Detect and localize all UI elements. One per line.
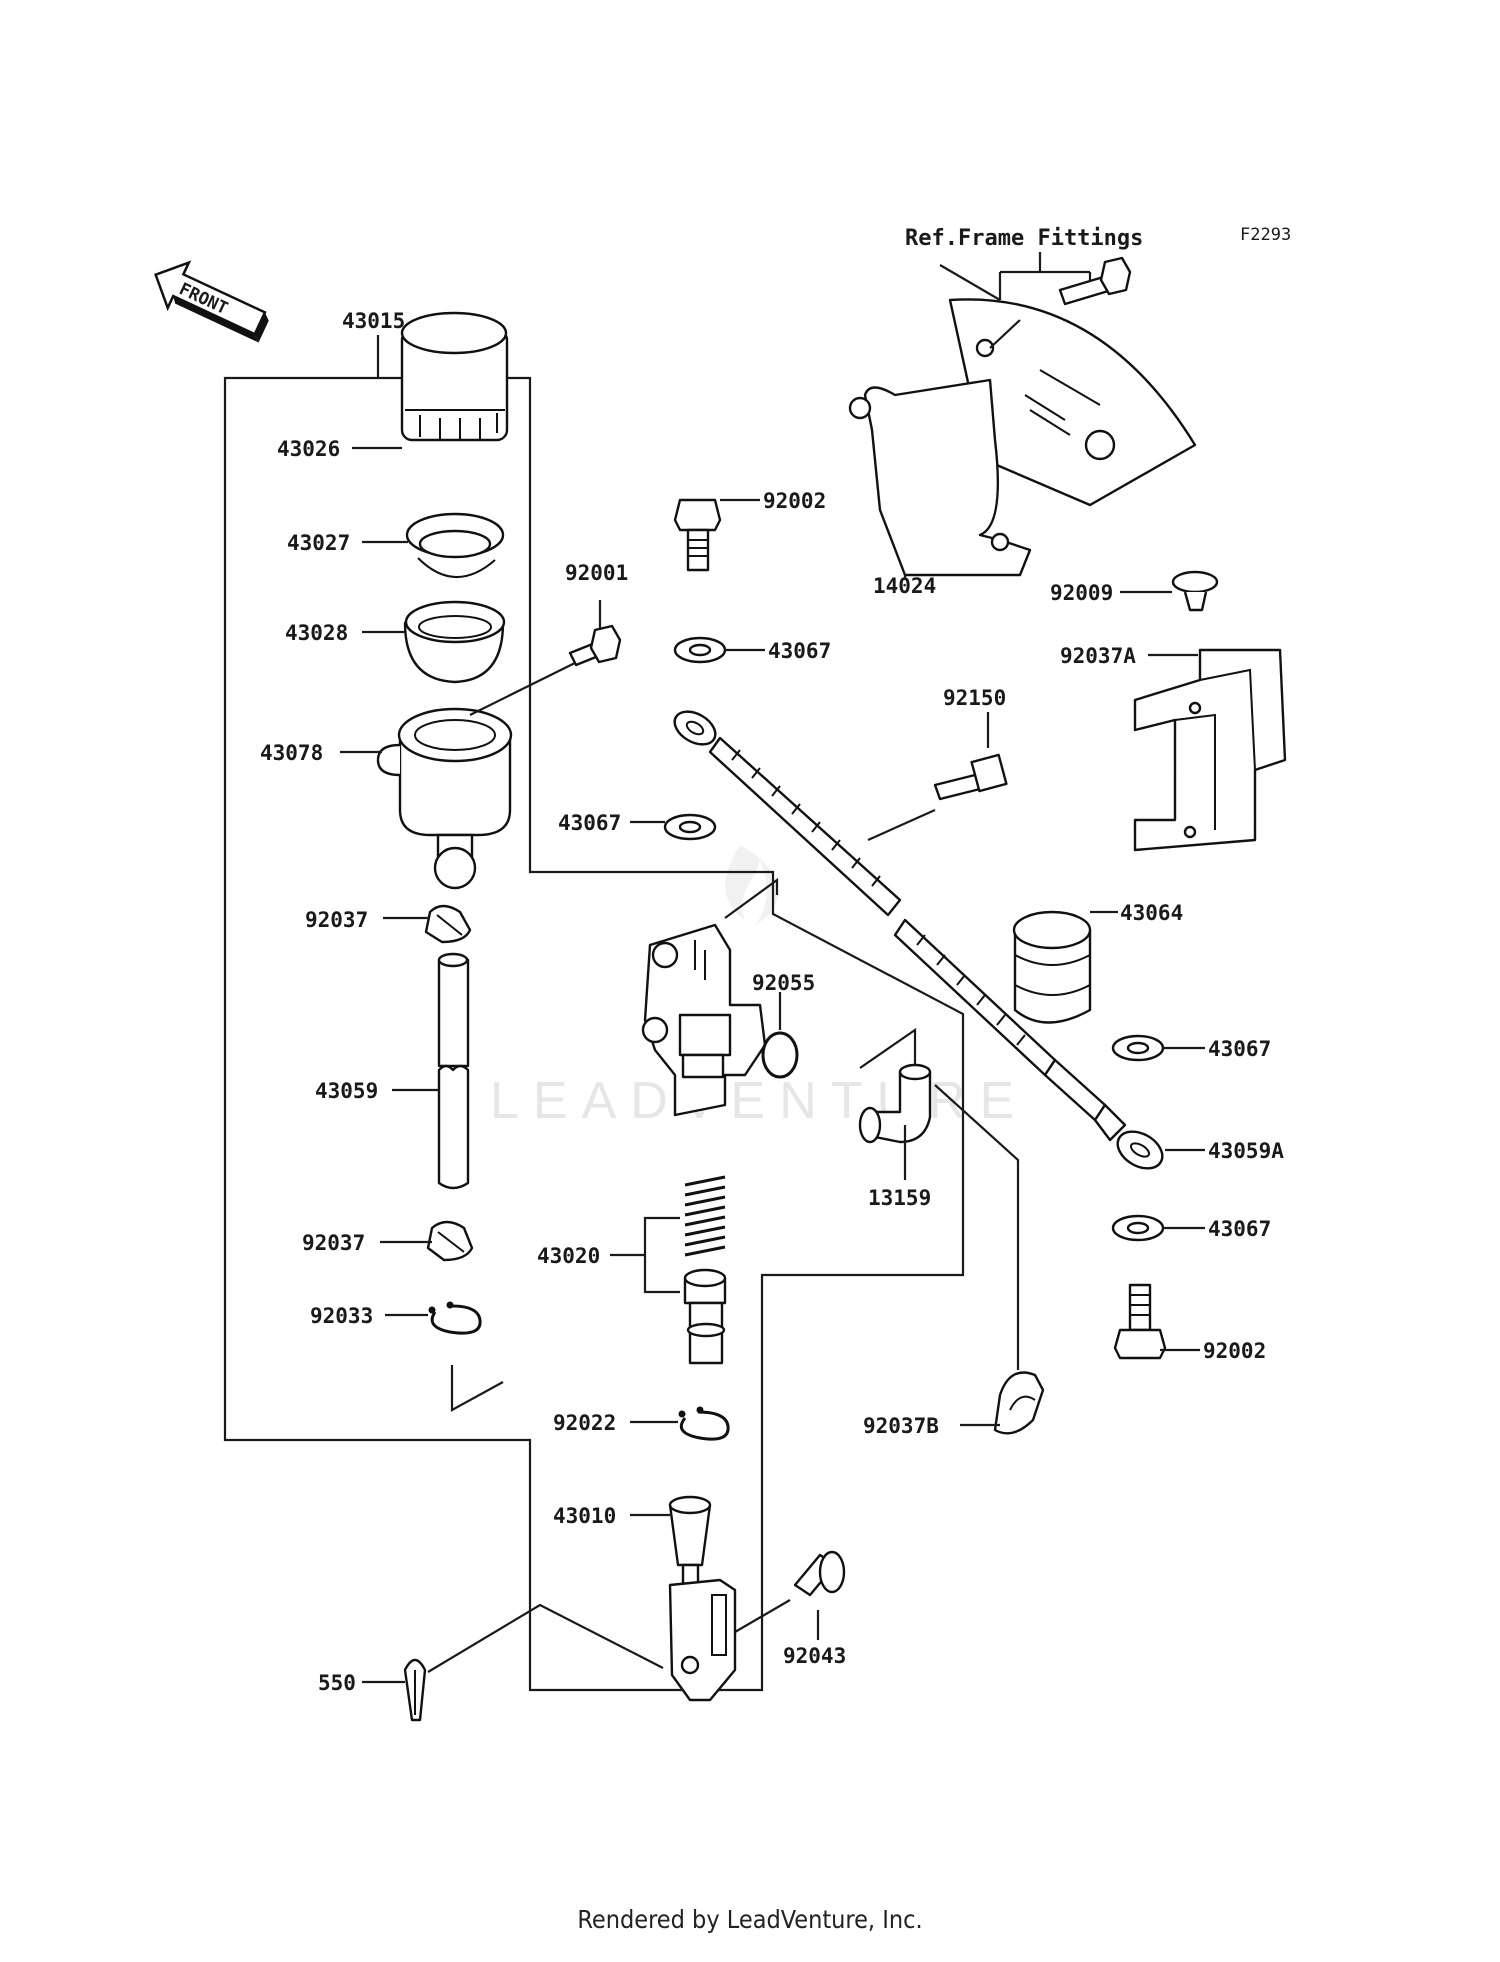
part-master-cylinder-body bbox=[641, 923, 767, 1117]
label-14024: 14024 bbox=[873, 574, 936, 598]
part-92037B-clamp bbox=[960, 1371, 1045, 1435]
part-13159-fitting bbox=[858, 1027, 1020, 1370]
part-92037A-bracket bbox=[1133, 648, 1287, 852]
part-550-cotter-pin bbox=[362, 1603, 664, 1722]
label-43015: 43015 bbox=[342, 309, 405, 333]
part-92055-o-ring bbox=[761, 992, 799, 1079]
part-92022-circlip bbox=[630, 1406, 730, 1441]
label-43067-b: 43067 bbox=[558, 811, 621, 835]
label-43064: 43064 bbox=[1120, 901, 1183, 925]
part-43028-diaphragm bbox=[362, 600, 506, 684]
part-43059-hose bbox=[392, 952, 470, 1190]
part-92033-circlip bbox=[385, 1301, 482, 1335]
part-43078-reservoir bbox=[340, 657, 586, 890]
diagram-code: F2293 bbox=[1240, 225, 1291, 245]
footer-credit: Rendered by LeadVenture, Inc. bbox=[577, 1905, 923, 1934]
part-43059A-hose bbox=[673, 710, 1205, 1170]
part-43010-push-rod bbox=[630, 1495, 737, 1702]
label-43026: 43026 bbox=[277, 437, 340, 461]
label-92150: 92150 bbox=[943, 686, 1006, 710]
label-43067-a: 43067 bbox=[768, 639, 831, 663]
label-92037-bottom: 92037 bbox=[302, 1231, 365, 1255]
leader-body-top bbox=[724, 877, 779, 919]
label-92002-top: 92002 bbox=[763, 489, 826, 513]
label-92001: 92001 bbox=[565, 561, 628, 585]
part-43067-washer-c bbox=[1111, 1034, 1205, 1062]
label-92022: 92022 bbox=[553, 1411, 616, 1435]
label-43059: 43059 bbox=[315, 1079, 378, 1103]
watermark-flame-icon bbox=[725, 845, 778, 925]
label-92055: 92055 bbox=[752, 971, 815, 995]
part-43026-reservoir-cap bbox=[352, 311, 509, 450]
label-92037B: 92037B bbox=[863, 1414, 939, 1438]
part-92037-clamp-top bbox=[383, 904, 472, 944]
leader-92033-notch bbox=[450, 1365, 504, 1412]
part-43020-spring-piston bbox=[610, 1175, 727, 1365]
part-92009-screw bbox=[1120, 570, 1219, 612]
label-43078: 43078 bbox=[260, 741, 323, 765]
label-92043: 92043 bbox=[783, 1644, 846, 1668]
part-43067-washer-b bbox=[630, 813, 717, 841]
label-43028: 43028 bbox=[285, 621, 348, 645]
watermark: LEADVENTURE bbox=[490, 1072, 1028, 1130]
label-92033: 92033 bbox=[310, 1304, 373, 1328]
label-43027: 43027 bbox=[287, 531, 350, 555]
part-92001-bolt bbox=[568, 600, 622, 667]
label-550: 550 bbox=[318, 1671, 356, 1695]
part-frame-bolt bbox=[1058, 256, 1132, 306]
part-92002-banjo-bolt-top bbox=[673, 498, 760, 572]
part-14024-guard bbox=[848, 264, 1197, 580]
label-43020: 43020 bbox=[537, 1244, 600, 1268]
label-92009: 92009 bbox=[1050, 581, 1113, 605]
part-92043-pin bbox=[734, 1550, 846, 1640]
label-43010: 43010 bbox=[553, 1504, 616, 1528]
part-92002-banjo-bolt-bottom bbox=[1113, 1283, 1200, 1360]
label-92002-bottom: 92002 bbox=[1203, 1339, 1266, 1363]
part-43027-diaphragm bbox=[362, 512, 505, 578]
part-43067-washer-d bbox=[1111, 1214, 1205, 1242]
part-43064-grommet bbox=[1012, 910, 1118, 1024]
part-43067-washer-a bbox=[673, 636, 765, 664]
front-arrow-icon: FRONT bbox=[154, 260, 269, 343]
label-43067-d: 43067 bbox=[1208, 1217, 1271, 1241]
label-43067-c: 43067 bbox=[1208, 1037, 1271, 1061]
ref-frame-fittings-label: Ref.Frame Fittings bbox=[905, 226, 1143, 251]
part-92037-clamp-bottom bbox=[380, 1220, 474, 1262]
label-43059A: 43059A bbox=[1208, 1139, 1284, 1163]
assembly-43015-outline bbox=[223, 335, 965, 1692]
label-13159: 13159 bbox=[868, 1186, 931, 1210]
part-92150-screw bbox=[867, 712, 1008, 842]
label-92037A: 92037A bbox=[1060, 644, 1136, 668]
label-92037-top: 92037 bbox=[305, 908, 368, 932]
